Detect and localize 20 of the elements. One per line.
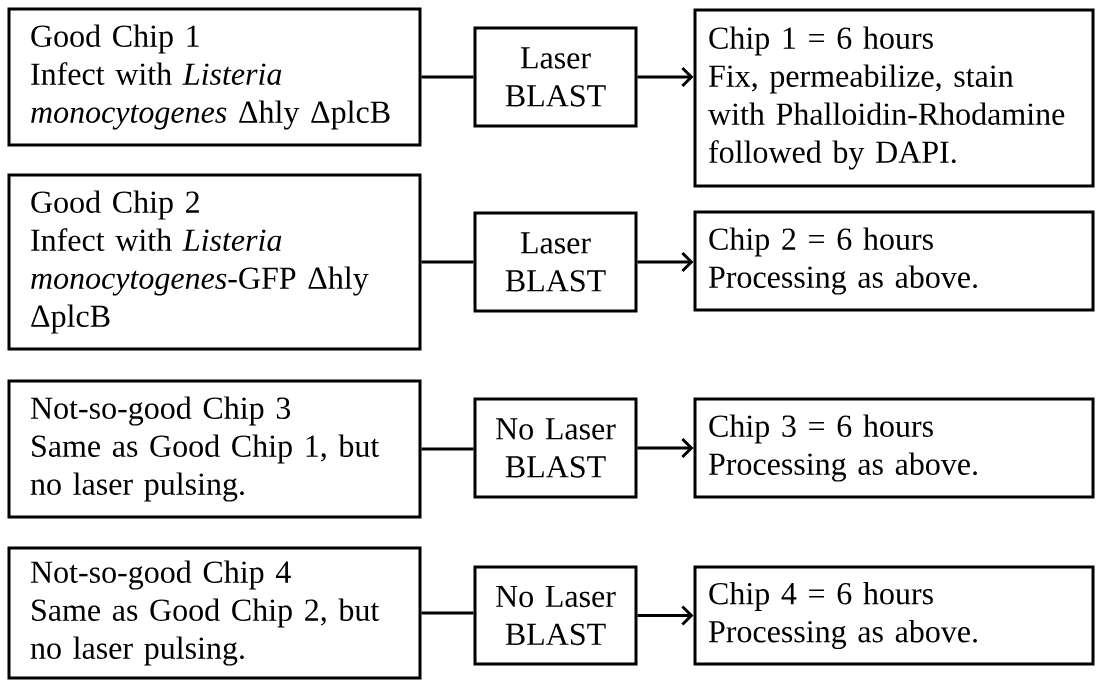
- step-box: No Laser BLAST: [473, 565, 638, 666]
- result-box: Chip 2 = 6 hours Processing as above.: [693, 210, 1095, 312]
- result-box: Chip 4 = 6 hours Processing as above.: [693, 565, 1095, 666]
- connector-line: [421, 611, 474, 615]
- sample-box: Good Chip 2 Infect with Listeria monocytogenes-GFP Δhly ΔplcB: [7, 173, 422, 351]
- arrow: [637, 251, 694, 273]
- step-box: Laser BLAST: [473, 211, 638, 313]
- connector-line: [421, 447, 474, 451]
- step-box: Laser BLAST: [473, 26, 638, 128]
- result-box: Chip 3 = 6 hours Processing as above.: [693, 397, 1095, 499]
- arrow: [637, 605, 694, 626]
- connector-line: [421, 260, 474, 264]
- connector-line: [421, 75, 474, 79]
- arrow: [637, 437, 694, 459]
- sample-box: Not-so-good Chip 3 Same as Good Chip 1, but no laser pulsing.: [7, 379, 422, 519]
- sample-box: Not-so-good Chip 4 Same as Good Chip 2, but no laser pulsing.: [7, 546, 422, 680]
- sample-box: Good Chip 1 Infect with Listeria monocytogenes Δhly ΔplcB: [7, 7, 422, 147]
- step-box: No Laser BLAST: [473, 397, 638, 499]
- result-box: Chip 1 = 6 hours Fix, permeabilize, stain with Phalloidin-Rhodamine followed by DAPI.: [693, 8, 1095, 188]
- arrow: [637, 66, 694, 88]
